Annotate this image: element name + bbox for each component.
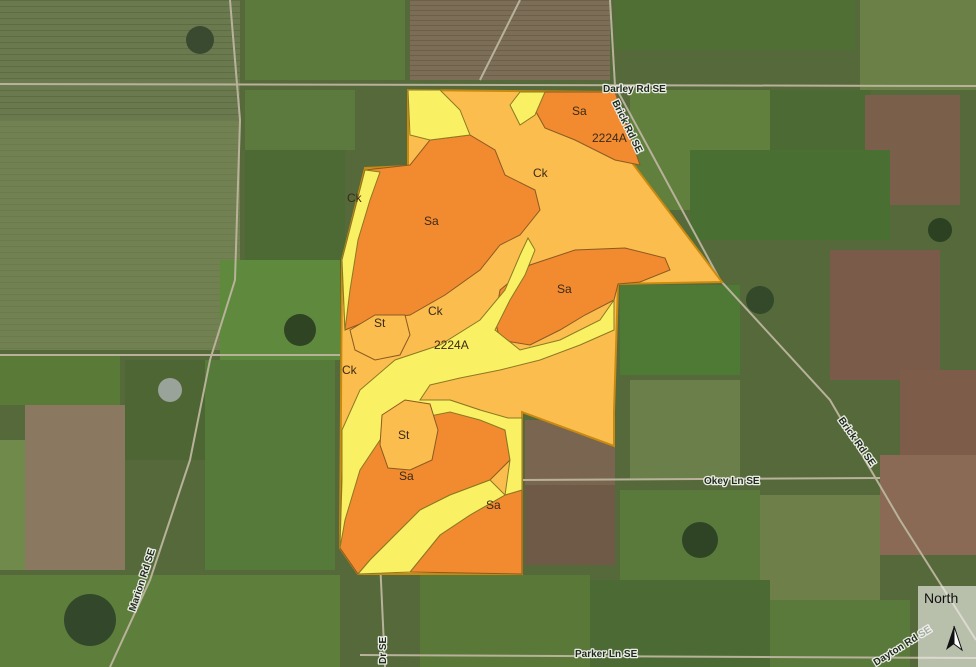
soil-st-upper <box>349 314 411 361</box>
soil-label-sa: Sa <box>486 498 501 512</box>
svg-text:Darley Rd SE: Darley Rd SE <box>603 84 666 95</box>
soil-label-sa: Sa <box>557 282 572 296</box>
soil-label-ck: Ck <box>428 304 444 318</box>
road-label-parker: Parker Ln SE <box>575 649 638 660</box>
soil-2224a-left-edge <box>341 169 381 331</box>
soil-label-2224a: 2224A <box>434 338 469 352</box>
soil-label-ck: Ck <box>342 363 358 377</box>
soil-label-sa: Sa <box>572 104 587 118</box>
soil-label-st: St <box>374 316 386 330</box>
svg-text:Dr SE: Dr SE <box>378 636 389 664</box>
soil-label-sa: Sa <box>424 214 439 228</box>
road-label-dr-se: Dr SE <box>378 636 389 664</box>
soil-st-lower <box>379 399 439 471</box>
soil-units-layer <box>338 88 724 575</box>
soil-label-ck: Ck <box>347 191 363 205</box>
soil-label-2224a: 2224A <box>592 131 627 145</box>
road-label-darley: Darley Rd SE <box>603 84 666 95</box>
soil-sa-top-right <box>534 91 641 166</box>
north-arrow-icon <box>946 625 963 652</box>
soil-label-sa: Sa <box>399 469 414 483</box>
soil-label-st: St <box>398 428 410 442</box>
soil-2224a-top <box>407 89 471 141</box>
soil-2224a-top-strip <box>509 91 546 126</box>
svg-text:Okey Ln SE: Okey Ln SE <box>704 476 760 487</box>
soil-label-ck: Ck <box>533 166 549 180</box>
north-arrow: North <box>918 586 976 667</box>
soil-labels: Sa 2224A Ck Ck Sa Sa St Ck 2224A Ck St S… <box>342 104 627 512</box>
soil-2224a-bottom-band <box>356 479 506 575</box>
north-label: North <box>924 590 958 606</box>
road-label-okey: Okey Ln SE <box>704 476 760 487</box>
svg-text:Parker Ln SE: Parker Ln SE <box>575 649 638 660</box>
